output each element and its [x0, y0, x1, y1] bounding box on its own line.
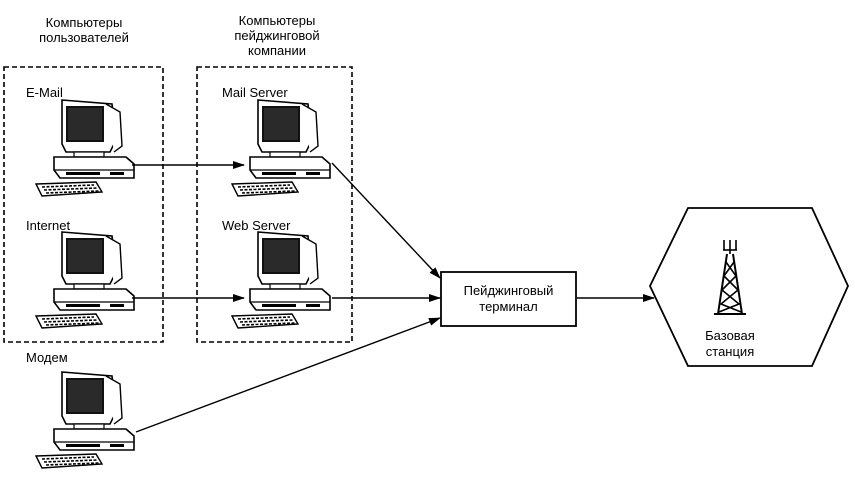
- paging-terminal-label: Пейджинговый терминал: [441, 283, 576, 315]
- base-station-hexagon: [649, 207, 849, 367]
- company-group-title-line-1: Компьютеры: [238, 13, 316, 28]
- base-station-label: Базовая станция: [680, 328, 780, 360]
- paging-terminal-label-line-1: Пейджинговый: [463, 283, 554, 298]
- mail-server-computer-icon: [231, 99, 331, 197]
- mail-server-to-terminal-arrow: [331, 162, 441, 279]
- email-label: E-Mail: [26, 85, 63, 100]
- company-group-box: [196, 66, 353, 343]
- mail-server-label: Mail Server: [222, 85, 288, 100]
- paging-terminal-label-line-2: терминал: [479, 299, 538, 314]
- company-group-title-line-3: компании: [248, 43, 306, 58]
- modem-computer-icon: [35, 371, 135, 469]
- users-group-title-line-1: Компьютеры: [45, 15, 123, 30]
- users-group-title-line-2: пользователей: [39, 30, 129, 45]
- base-station-label-line-2: станция: [705, 344, 755, 359]
- web-server-computer-icon: [231, 231, 331, 329]
- users-group-box: [3, 66, 164, 343]
- email-computer-icon: [35, 99, 135, 197]
- company-group-title: Компьютеры пейджинговой компании: [212, 13, 342, 58]
- users-group-title: Компьютеры пользователей: [18, 15, 150, 45]
- modem-label: Модем: [26, 350, 68, 365]
- paging-terminal-box: [440, 271, 577, 327]
- base-station-label-line-1: Базовая: [705, 328, 755, 343]
- web-server-label: Web Server: [222, 218, 291, 233]
- company-group-title-line-2: пейджинговой: [234, 28, 320, 43]
- modem-to-terminal-arrow: [135, 317, 441, 433]
- internet-label: Internet: [26, 218, 71, 233]
- internet-computer-icon: [35, 231, 135, 329]
